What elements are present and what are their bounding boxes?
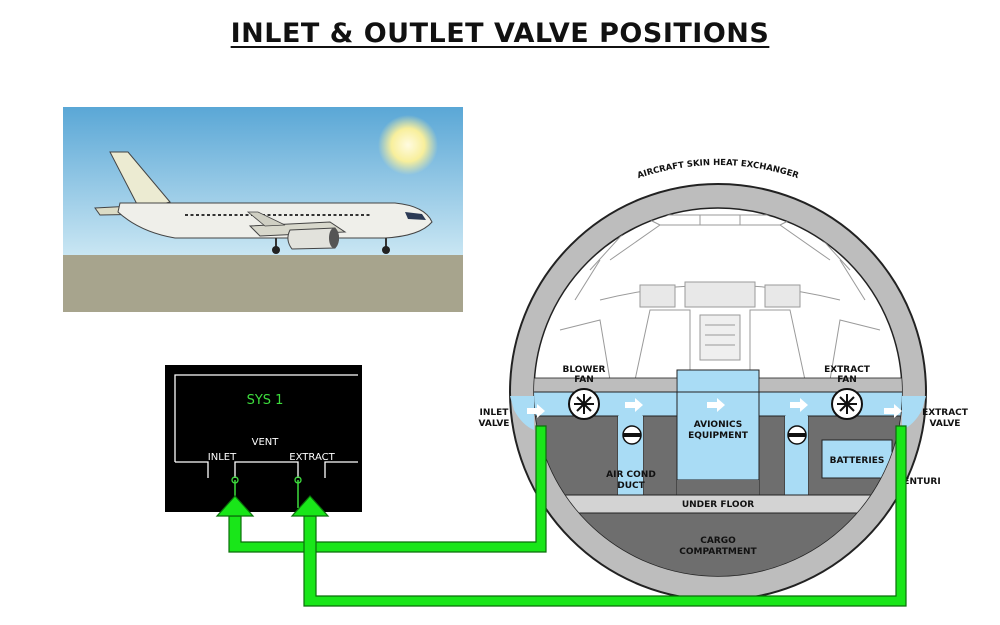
avionics-equipment-box xyxy=(676,369,760,481)
venturi-label: ENTURI xyxy=(903,477,940,487)
flow-arrows xyxy=(527,398,902,418)
check-valve-icon xyxy=(787,425,807,445)
ecam-vent-label: VENT xyxy=(252,437,280,448)
avionics-label-2: EQUIPMENT xyxy=(688,431,749,441)
cargo-label-2: COMPARTMENT xyxy=(679,547,757,557)
ecam-extract-label: EXTRACT xyxy=(289,452,335,463)
aircraft-picture xyxy=(63,107,463,312)
inlet-valve xyxy=(510,396,534,430)
blower-fan-icon xyxy=(568,388,600,420)
inlet-valve-label-1: INLET xyxy=(480,408,510,418)
sun-icon xyxy=(378,115,438,175)
inlet-valve-link xyxy=(215,425,547,553)
page-title: INLET & OUTLET VALVE POSITIONS xyxy=(230,18,770,49)
extract-valve-label-2: VALVE xyxy=(930,419,961,429)
extract-valve xyxy=(902,396,926,430)
batteries-box xyxy=(821,439,893,479)
fuselage-cross-section: AIRCRAFT SKIN HEAT EXCHANGER BLOWER FAN … xyxy=(509,158,927,601)
extract-fan-icon xyxy=(831,388,863,420)
ecam-sys-header: SYS 1 xyxy=(247,393,284,408)
check-valve-icon xyxy=(622,425,642,445)
avionics-label-1: AVIONICS xyxy=(694,420,742,430)
blower-fan-label-2: FAN xyxy=(574,375,594,385)
ecam-display: SYS 1 VENT INLET EXTRACT xyxy=(165,365,362,512)
ecam-inlet-label: INLET xyxy=(208,452,237,463)
extract-valve-label-1: EXTRACT xyxy=(922,408,969,418)
blower-fan-label-1: BLOWER xyxy=(563,365,606,375)
batteries-label: BATTERIES xyxy=(830,456,885,466)
under-floor-label: UNDER FLOOR xyxy=(682,500,754,510)
extract-fan-label-1: EXTRACT xyxy=(824,365,871,375)
extract-fan-label-2: FAN xyxy=(837,375,857,385)
skin-heat-exchanger-label: AIRCRAFT SKIN HEAT EXCHANGER xyxy=(636,158,800,181)
cockpit-drawing xyxy=(559,214,881,381)
inlet-valve-label-2: VALVE xyxy=(479,419,510,429)
cargo-label-1: CARGO xyxy=(700,536,736,546)
air-cond-duct-label-1: AIR COND xyxy=(606,470,656,480)
inlet-arrow-icon xyxy=(215,495,255,517)
air-cond-duct-label-2: DUCT xyxy=(617,481,645,491)
extract-valve-link xyxy=(290,425,907,607)
extract-arrow-icon xyxy=(290,495,330,517)
airplane-icon xyxy=(94,151,433,254)
